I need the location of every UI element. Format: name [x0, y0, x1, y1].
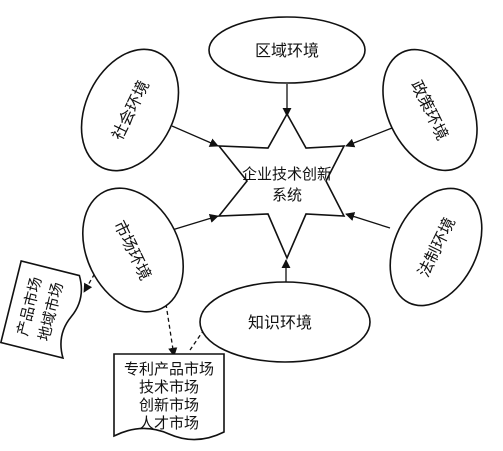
- policy-ellipse: [382, 48, 478, 172]
- note-bottom-document: [113, 353, 225, 441]
- node-policy: 政策环境: [382, 48, 478, 172]
- center-star: [217, 112, 346, 261]
- arrow-legal-to-center: [345, 212, 391, 229]
- arrow-market-to-center: [171, 214, 219, 231]
- note-bottom-line3: 创新市场: [139, 396, 199, 414]
- arrow-policy-to-center: [345, 127, 393, 148]
- social-ellipse: [80, 48, 180, 172]
- node-legal: 法制环境: [389, 187, 483, 307]
- center-label-line1: 企业技术创新: [242, 165, 332, 183]
- note-left-document: [0, 260, 83, 360]
- node-social: 社会环境: [80, 48, 180, 172]
- node-knowledge: 知识环境: [199, 281, 371, 363]
- note-bottom-line2: 技术市场: [139, 378, 199, 396]
- node-regional: 区域环境: [208, 16, 366, 84]
- arrow-social-to-center: [171, 125, 219, 147]
- center-label-line2: 系统: [272, 186, 302, 204]
- node-market: 市场环境: [81, 187, 185, 313]
- dashed-link-market-to-left-note: [83, 267, 99, 293]
- dashed-link-market-to-bottom-note: [165, 303, 178, 357]
- regional-ellipse: [208, 16, 366, 84]
- knowledge-ellipse: [199, 281, 371, 363]
- center-system: 企业技术创新 系统: [217, 112, 346, 261]
- regional-label: 区域环境: [255, 41, 319, 60]
- note-bottom-line4: 人才市场: [139, 414, 199, 432]
- market-ellipse: [81, 187, 185, 313]
- note-bottom-line1: 专利产品市场: [124, 360, 214, 378]
- note-market-types-left: 产品市场 地域市场: [0, 260, 83, 360]
- note-market-types-bottom: 专利产品市场 技术市场 创新市场 人才市场: [113, 353, 225, 441]
- knowledge-label: 知识环境: [248, 313, 312, 332]
- legal-ellipse: [389, 187, 483, 307]
